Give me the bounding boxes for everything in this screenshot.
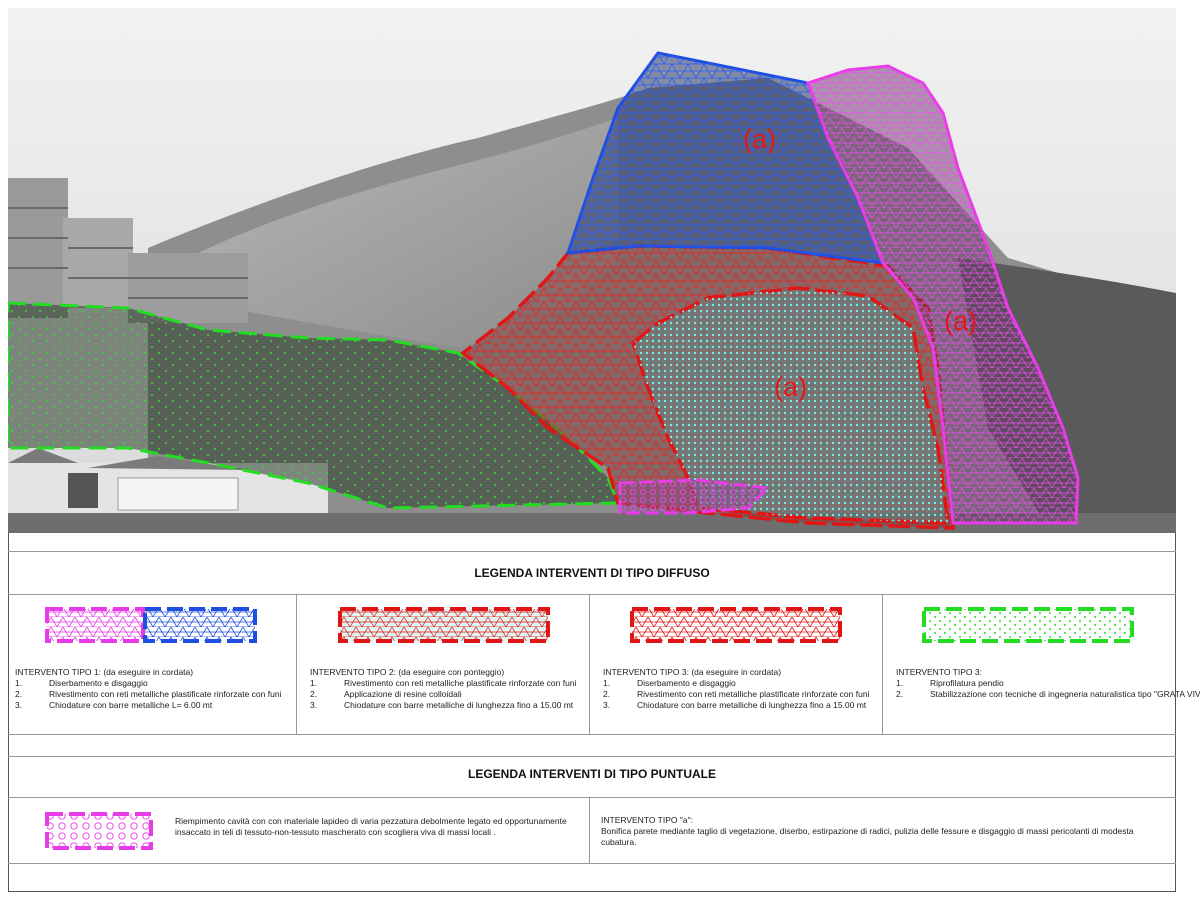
step-number: 2. (603, 689, 611, 699)
step-text: Chiodature con barre metalliche L= 6.00 … (49, 700, 213, 710)
step-number: 2. (310, 689, 318, 699)
label-a-top: (a) (743, 124, 776, 154)
step-number: 1. (310, 678, 318, 688)
divider (8, 756, 1176, 757)
swatch-tipo2 (338, 607, 550, 643)
label-a-right: (a) (944, 306, 977, 336)
divider (8, 734, 1176, 735)
zone-green-hatch (8, 303, 618, 508)
step-number: 2. (896, 689, 904, 699)
intervento-a-text: Bonifica parete mediante taglio di veget… (601, 826, 1134, 847)
divider (589, 594, 590, 734)
puntuale-description: Riempimento cavità con con materiale lap… (175, 816, 567, 837)
zone-blue-hatch (568, 53, 883, 263)
divider (589, 797, 590, 863)
divider (882, 594, 883, 734)
intervento-heading: INTERVENTO TIPO 3: (896, 667, 982, 677)
intervento-heading: INTERVENTO TIPO 3: (da eseguire in corda… (603, 667, 782, 677)
zone-cyan-hatch (633, 288, 948, 523)
zone-magenta-hatch (808, 66, 1078, 523)
zone-magenta-puntuale-hatch (620, 480, 768, 513)
divider (8, 594, 1176, 595)
intervento-tipo2: INTERVENTO TIPO 2: (da eseguire con pont… (310, 667, 576, 711)
step-text: Applicazione di resine colloidali (344, 689, 462, 699)
intervento-a-heading: INTERVENTO TIPO "a": (601, 815, 694, 825)
label-a-center: (a) (774, 372, 807, 402)
tuff-cliff-face (188, 118, 618, 348)
legend-puntuale-title: LEGENDA INTERVENTI DI TIPO PUNTUALE (467, 767, 716, 781)
step-text: Rivestimento con reti metalliche plastif… (344, 678, 577, 688)
annotated-cliff-photo: (a) (a) (a) (8, 8, 1176, 533)
step-number: 1. (896, 678, 904, 688)
intervento-tipo3-green: INTERVENTO TIPO 3: 1. Riprofilatura pendi… (896, 667, 1200, 700)
intervento-tipo-a: INTERVENTO TIPO "a": Bonifica parete med… (601, 815, 1171, 848)
step-number: 1. (15, 678, 23, 688)
divider (8, 863, 1176, 864)
step-text: Diserbamento e disgaggio (637, 678, 736, 688)
divider (296, 594, 297, 734)
step-text: Stabilizzazione con tecniche di ingegner… (930, 689, 1200, 699)
step-text: Rivestimento con reti metalliche plastif… (49, 689, 282, 699)
intervento-tipo3: INTERVENTO TIPO 3: (da eseguire in corda… (603, 667, 869, 711)
step-number: 3. (603, 700, 611, 710)
step-number: 2. (15, 689, 23, 699)
step-text: Rivestimento con reti metalliche plastif… (637, 689, 870, 699)
step-number: 3. (310, 700, 318, 710)
step-text: Chiodature con barre metalliche di lungh… (637, 700, 867, 710)
intervento-heading: INTERVENTO TIPO 2: (da eseguire con pont… (310, 667, 505, 677)
step-text: Riprofilatura pendio (930, 678, 1004, 688)
intervento-tipo1: INTERVENTO TIPO 1: (da eseguire in corda… (15, 667, 281, 711)
divider (8, 797, 1176, 798)
step-number: 3. (15, 700, 23, 710)
intervento-heading: INTERVENTO TIPO 1: (da eseguire in corda… (15, 667, 194, 677)
swatch-puntuale (45, 812, 153, 850)
swatch-tipo3-green (922, 607, 1134, 643)
step-number: 1. (603, 678, 611, 688)
legend-diffuso-title: LEGENDA INTERVENTI DI TIPO DIFFUSO (474, 566, 710, 580)
buildings-left (8, 178, 248, 323)
swatch-tipo3 (630, 607, 842, 643)
step-text: Diserbamento e disgaggio (49, 678, 148, 688)
swatch-tipo1 (45, 607, 257, 643)
step-text: Chiodature con barre metalliche di lungh… (344, 700, 574, 710)
divider (8, 551, 1176, 552)
